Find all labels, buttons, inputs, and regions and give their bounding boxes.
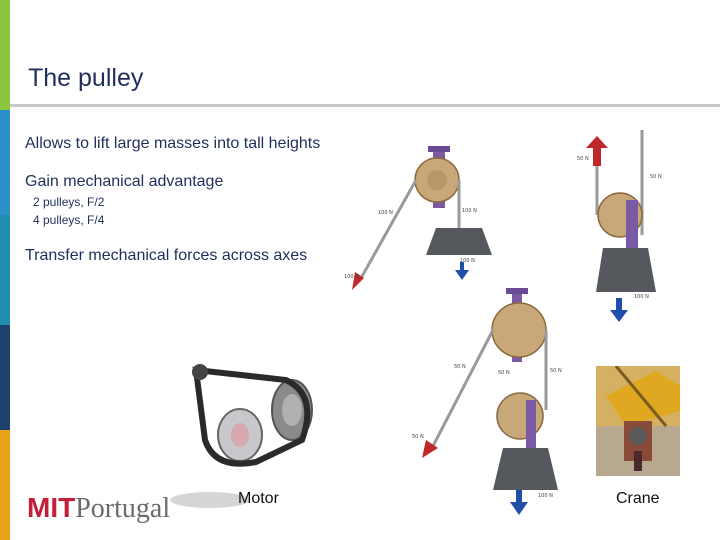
- force-label: 50 N: [498, 370, 510, 376]
- force-label: 50 N: [550, 368, 562, 374]
- crane-photo: [596, 366, 680, 476]
- force-label: 100 N: [538, 493, 553, 499]
- bullet-2: Gain mechanical advantage: [25, 173, 224, 190]
- bullet-1: Allows to lift large masses into tall he…: [25, 135, 321, 152]
- slide-accent-bar: [0, 0, 10, 540]
- bullet-3: Transfer mechanical forces across axes: [25, 247, 308, 264]
- pulley-diagram-3: 50 N 50 N 50 N 50 N 100 N: [412, 288, 562, 515]
- force-label: 50 N: [454, 364, 466, 370]
- force-label: 100 N: [460, 258, 475, 264]
- slide-title: The pulley: [28, 64, 144, 92]
- force-label: 50 N: [412, 434, 424, 440]
- crane-caption: Crane: [616, 490, 660, 507]
- belt-drive-icon: [170, 364, 313, 508]
- force-label: 100 N: [344, 274, 359, 280]
- force-label: 50 N: [650, 174, 662, 180]
- force-label: 100 N: [378, 210, 393, 216]
- pulley-diagram-1: 100 N 100 N 100 N 100 N: [344, 146, 492, 290]
- motor-caption: Motor: [238, 490, 279, 507]
- force-label: 100 N: [462, 208, 477, 214]
- mit-portugal-logo: MITPortugal: [27, 492, 171, 524]
- force-label: 100 N: [634, 294, 649, 300]
- pulley-diagram-2: 50 N 50 N 100 N: [577, 130, 662, 322]
- bullet-list: Allows to lift large masses into tall he…: [25, 133, 335, 267]
- sub-bullet-2: 4 pulleys, F/4: [33, 213, 105, 227]
- sub-bullet-1: 2 pulleys, F/2: [33, 195, 105, 209]
- title-divider: [10, 104, 720, 107]
- force-label: 50 N: [577, 156, 589, 162]
